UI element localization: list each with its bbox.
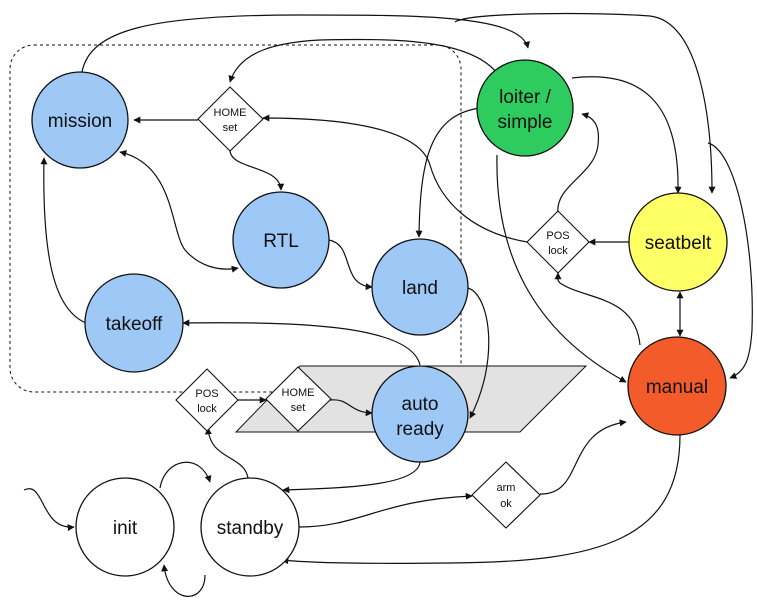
state-standby-label: standby <box>217 518 284 539</box>
condition-arm-ok <box>471 461 541 529</box>
edge-mission-rtl <box>119 150 239 273</box>
edge-auto-to-takeoff <box>182 319 421 366</box>
edge-standby-to-pos-lock <box>204 427 249 479</box>
edge-manual-to-pos-lock <box>554 272 641 346</box>
state-manual <box>627 336 727 436</box>
edge-init-to-standby <box>159 461 212 489</box>
condition-arm-ok-line2: ok <box>500 498 512 510</box>
edge-rtl-to-land <box>328 239 373 291</box>
condition-home-set-bottom <box>265 366 332 432</box>
state-standby <box>200 477 300 577</box>
edge-manual-to-standby <box>281 434 681 565</box>
condition-pos-lock-right <box>526 210 590 274</box>
state-land-label: land <box>402 278 438 299</box>
condition-home-set-top-line2: set <box>223 122 238 134</box>
state-loiter <box>476 59 574 157</box>
state-loiter-label-line1: loiter / <box>499 87 551 108</box>
edge-top-to-seatbelt <box>454 12 716 194</box>
state-seatbelt-label: seatbelt <box>645 233 712 254</box>
state-takeoff <box>84 273 184 373</box>
edge-loiter-to-land <box>415 107 481 238</box>
state-loiter-label-line2: simple <box>498 112 553 133</box>
condition-pos-lock-bottom-line1: POS <box>195 388 218 400</box>
condition-home-set-top-line1: HOME <box>214 107 247 119</box>
state-auto-ready-label-line2: ready <box>396 419 444 440</box>
edge-land-to-auto <box>467 287 490 419</box>
condition-pos-lock-bottom <box>175 368 239 432</box>
condition-pos-lock-right-line2: lock <box>548 245 568 257</box>
condition-home-set-bottom-line2: set <box>291 402 306 414</box>
states: mission RTL land takeoff loiter / simple… <box>31 59 728 577</box>
state-rtl <box>232 191 330 289</box>
state-mission <box>31 71 129 169</box>
state-takeoff-label: takeoff <box>106 314 163 335</box>
state-auto-ready <box>371 365 469 463</box>
edge-standby-to-init <box>161 564 206 597</box>
edge-mission-to-loiter <box>81 14 530 73</box>
condition-home-set-bottom-line1: HOME <box>282 387 315 399</box>
state-init <box>75 477 175 577</box>
edge-standby-to-arm-ok <box>298 492 473 528</box>
state-manual-label: manual <box>646 377 708 398</box>
state-init-label: init <box>113 518 138 539</box>
edge-loiter-to-manual <box>496 154 627 383</box>
condition-pos-lock-right-line1: POS <box>546 230 569 242</box>
edge-home-set-to-auto <box>329 399 373 417</box>
condition-home-set-top <box>197 86 264 152</box>
edge-entry-to-init <box>23 488 75 532</box>
state-mission-label: mission <box>48 111 112 132</box>
condition-pos-lock-bottom-line2: lock <box>197 403 217 415</box>
edge-pos-lock-to-home-set <box>262 114 528 243</box>
transition-edges <box>23 12 753 597</box>
edge-auto-to-standby <box>282 461 421 494</box>
state-land <box>371 238 469 336</box>
state-seatbelt <box>628 192 728 292</box>
conditions: HOME set POS lock POS lock HOME set arm … <box>175 86 590 529</box>
edge-loiter-to-seatbelt <box>571 76 682 194</box>
condition-arm-ok-line1: arm <box>497 482 516 494</box>
edge-pos-lock-to-loiter <box>557 112 600 214</box>
edge-takeoff-to-mission <box>40 157 87 324</box>
state-auto-ready-label-line1: auto <box>402 394 439 415</box>
edge-right-to-manual <box>707 142 753 379</box>
edge-home-set-to-rtl <box>229 149 285 191</box>
edge-arm-ok-to-manual <box>539 419 627 495</box>
auto-modes-group-box <box>9 44 462 393</box>
state-rtl-label: RTL <box>263 231 299 252</box>
edge-loiter-to-home-set <box>228 38 498 83</box>
